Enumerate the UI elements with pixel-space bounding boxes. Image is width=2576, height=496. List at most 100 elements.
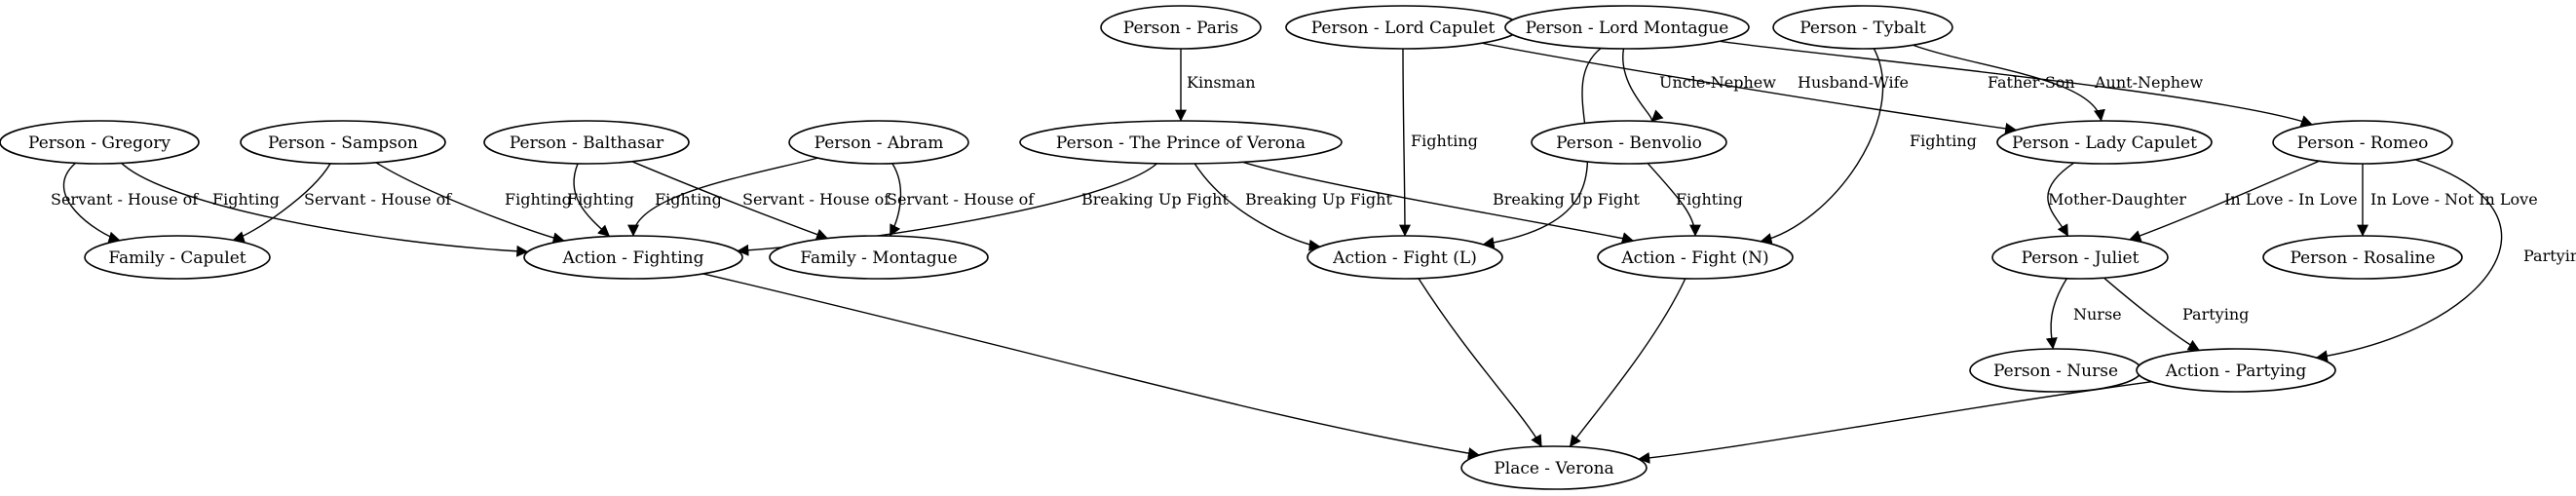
node-gregory: Person - Gregory: [0, 120, 200, 165]
edge-paris-to-prince: Kinsman: [1175, 49, 1256, 122]
node-label: Action - Fighting: [562, 248, 704, 268]
node-label: Person - Tybalt: [1799, 19, 1926, 38]
edge-romeo-to-juliet: In Love - In Love: [2129, 160, 2358, 242]
node-ellipse: [84, 235, 271, 280]
node-ellipse: [1531, 120, 1727, 165]
node-ellipse: [1597, 235, 1794, 280]
node-label: Person - Juliet: [2022, 248, 2140, 268]
edge-gregory-to-action-fighting: Fighting: [121, 162, 529, 257]
edge-line: [1760, 48, 1884, 245]
edge-label: Fighting: [655, 190, 722, 209]
edge-label: Fighting: [505, 190, 572, 209]
edge-label: Breaking Up Fight: [1081, 190, 1229, 209]
edge-label: Breaking Up Fight: [1245, 190, 1392, 209]
node-label: Family - Montague: [800, 248, 957, 268]
node-ellipse: [1996, 120, 2213, 165]
node-label: Family - Capulet: [108, 248, 246, 268]
edge-label: Kinsman: [1187, 73, 1256, 92]
edge-tybalt-to-lady-capulet: Aunt-Nephew: [1913, 44, 2203, 122]
edge-label: Nurse: [2073, 305, 2122, 324]
edge-lord-montague-to-romeo: Father-Son: [1720, 40, 2313, 127]
node-ellipse: [0, 120, 200, 165]
node-family-capulet: Family - Capulet: [84, 235, 271, 280]
edge-label: Husband-Wife: [1798, 73, 1909, 92]
node-sampson: Person - Sampson: [240, 120, 446, 165]
edge-prince-to-fight-n: Breaking Up Fight: [1242, 161, 1640, 244]
node-label: Place - Verona: [1494, 459, 1613, 478]
node-label: Action - Fight (N): [1620, 248, 1768, 268]
node-rosaline: Person - Rosaline: [2262, 235, 2463, 280]
edge-gregory-to-family-capulet: Servant - House of: [51, 162, 199, 244]
node-label: Person - Nurse: [1993, 362, 2118, 381]
edge-label: Fighting: [1676, 190, 1743, 209]
node-label: Person - Balthasar: [510, 134, 664, 153]
edge-label: Servant - House of: [887, 190, 1035, 209]
edge-line: [1638, 381, 2152, 464]
node-ellipse: [2136, 348, 2336, 393]
node-abram: Person - Abram: [788, 120, 969, 165]
edge-label: Servant - House of: [304, 190, 452, 209]
edge-line: [2129, 160, 2320, 242]
edge-fight-n-to-verona: [1569, 278, 1686, 447]
node-paris: Person - Paris: [1100, 5, 1262, 50]
node-prince: Person - The Prince of Verona: [1019, 120, 1343, 165]
edge-line: [627, 157, 818, 237]
edge-sampson-to-family-capulet: Servant - House of: [232, 163, 452, 243]
node-partying: Action - Partying: [2136, 348, 2336, 393]
edge-balthasar-to-family-montague: Servant - House of: [631, 161, 890, 241]
node-label: Person - Abram: [814, 134, 944, 153]
node-label: Person - Gregory: [28, 134, 170, 153]
edge-label: In Love - Not In Love: [2370, 190, 2538, 209]
edge-line: [1720, 40, 2313, 127]
edge-lord-capulet-to-fight-l: Fighting: [1398, 48, 1478, 237]
edge-partying-to-verona: [1638, 381, 2152, 464]
node-label: Person - Rosaline: [2290, 248, 2435, 268]
edge-line: [2315, 159, 2503, 362]
node-ellipse: [2262, 235, 2463, 280]
edge-label: Fighting: [1411, 132, 1478, 150]
node-lady-capulet: Person - Lady Capulet: [1996, 120, 2213, 165]
node-ellipse: [1019, 120, 1343, 165]
node-label: Person - The Prince of Verona: [1056, 134, 1306, 153]
edge-line: [62, 162, 121, 244]
edge-label: Fighting: [212, 190, 280, 209]
edge-line: [702, 273, 1480, 460]
node-label: Person - Paris: [1123, 19, 1238, 38]
edge-label: Fighting: [1910, 132, 1977, 150]
edge-lord-montague-to-benvolio: Uncle-Nephew: [1622, 48, 1776, 123]
node-ellipse: [1772, 5, 1953, 50]
node-tybalt: Person - Tybalt: [1772, 5, 1953, 50]
edge-line: [121, 162, 529, 257]
node-lord-capulet: Person - Lord Capulet: [1285, 5, 1521, 50]
node-ellipse: [523, 235, 743, 280]
node-verona: Place - Verona: [1460, 445, 1648, 490]
node-ellipse: [483, 120, 690, 165]
node-label: Person - Lord Montague: [1526, 19, 1729, 38]
node-lord-montague: Person - Lord Montague: [1504, 5, 1750, 50]
edge-label: Servant - House of: [742, 190, 890, 209]
edge-romeo-to-partying: Partying: [2315, 159, 2576, 362]
edge-line: [2103, 277, 2201, 352]
node-label: Person - Romeo: [2297, 134, 2429, 153]
edge-benvolio-to-fight-n: Fighting: [1647, 163, 1743, 237]
edge-line: [1481, 42, 2018, 134]
node-label: Person - Sampson: [268, 134, 418, 153]
edge-label: In Love - In Love: [2224, 190, 2358, 209]
edge-label: Breaking Up Fight: [1493, 190, 1640, 209]
node-fight-l: Action - Fight (L): [1307, 235, 1503, 280]
node-ellipse: [1460, 445, 1648, 490]
edge-label: Aunt-Nephew: [2094, 73, 2203, 92]
node-juliet: Person - Juliet: [1991, 235, 2169, 280]
edge-abram-to-action-fighting: Fighting: [627, 157, 818, 237]
node-ellipse: [240, 120, 446, 165]
edge-tybalt-to-fight-n: Fighting: [1760, 48, 1977, 245]
edge-line: [1913, 44, 2105, 122]
edge-romeo-to-rosaline: In Love - Not In Love: [2357, 164, 2538, 237]
edge-juliet-to-partying: Partying: [2103, 277, 2249, 352]
node-fight-n: Action - Fight (N): [1597, 235, 1794, 280]
edge-line: [1569, 278, 1686, 447]
node-ellipse: [2272, 120, 2453, 165]
edge-line: [1647, 163, 1701, 237]
